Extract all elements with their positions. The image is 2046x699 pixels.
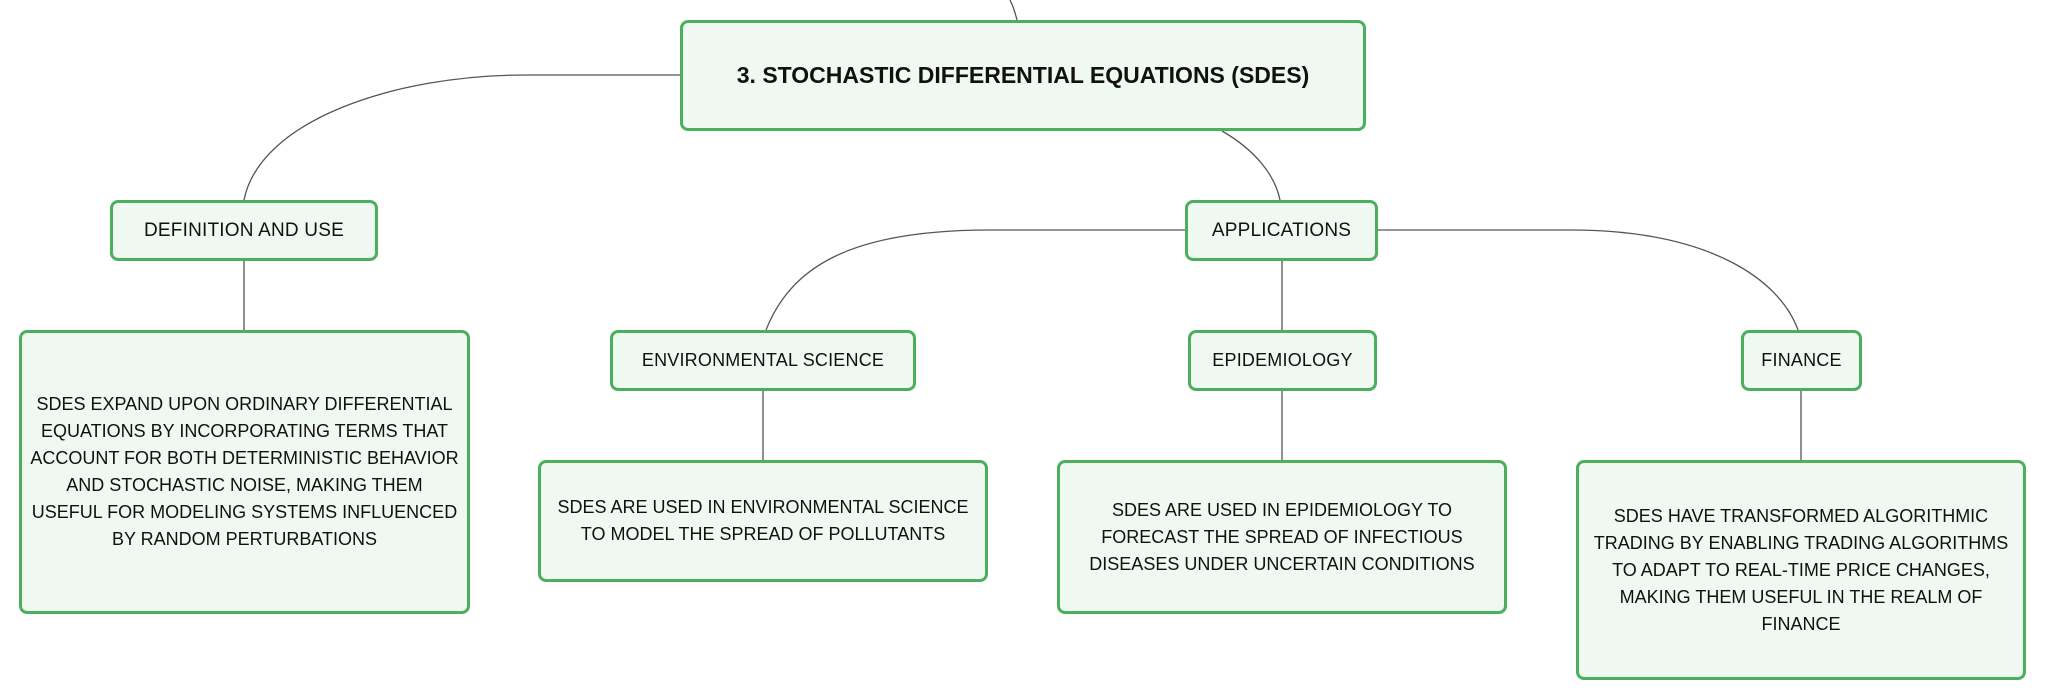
connector-applications-to-finance [1378, 229, 1799, 331]
root-topic-title: 3. STOCHASTIC DIFFERENTIAL EQUATIONS (SD… [736, 62, 1310, 88]
connector-root-to-applications [1221, 130, 1281, 201]
epidemiology-detail-text: SDES ARE USED IN EPIDEMIOLOGY TO FORECAS… [1089, 499, 1475, 574]
connector-root-to-definition [243, 74, 680, 201]
definition-label: DEFINITION AND USE [144, 219, 344, 241]
environmental-science-label: ENVIRONMENTAL SCIENCE [641, 350, 885, 370]
definition-detail-node[interactable]: SDES EXPAND UPON ORDINARY DIFFERENTIAL E… [19, 330, 470, 614]
root-topic-node[interactable]: 3. STOCHASTIC DIFFERENTIAL EQUATIONS (SD… [680, 20, 1366, 131]
epidemiology-node[interactable]: EPIDEMIOLOGY [1188, 330, 1377, 391]
applications-label: APPLICATIONS [1211, 219, 1352, 241]
epidemiology-detail-node[interactable]: SDES ARE USED IN EPIDEMIOLOGY TO FORECAS… [1057, 460, 1507, 614]
epidemiology-label: EPIDEMIOLOGY [1212, 350, 1353, 370]
finance-detail-node[interactable]: SDES HAVE TRANSFORMED ALGORITHMIC TRADIN… [1576, 460, 2026, 680]
environmental-science-detail-node[interactable]: SDES ARE USED IN ENVIRONMENTAL SCIENCE T… [538, 460, 988, 582]
applications-node[interactable]: APPLICATIONS [1185, 200, 1378, 261]
finance-node[interactable]: FINANCE [1741, 330, 1862, 391]
finance-detail-text: SDES HAVE TRANSFORMED ALGORITHMIC TRADIN… [1593, 505, 2009, 634]
definition-detail-text: SDES EXPAND UPON ORDINARY DIFFERENTIAL E… [30, 394, 459, 549]
environmental-science-detail-text: SDES ARE USED IN ENVIRONMENTAL SCIENCE T… [557, 497, 969, 544]
definition-node[interactable]: DEFINITION AND USE [110, 200, 378, 261]
connector-parent-to-root [1009, 0, 1018, 21]
connector-applications-to-environmental [765, 229, 1185, 331]
finance-label: FINANCE [1761, 350, 1842, 370]
environmental-science-node[interactable]: ENVIRONMENTAL SCIENCE [610, 330, 916, 391]
